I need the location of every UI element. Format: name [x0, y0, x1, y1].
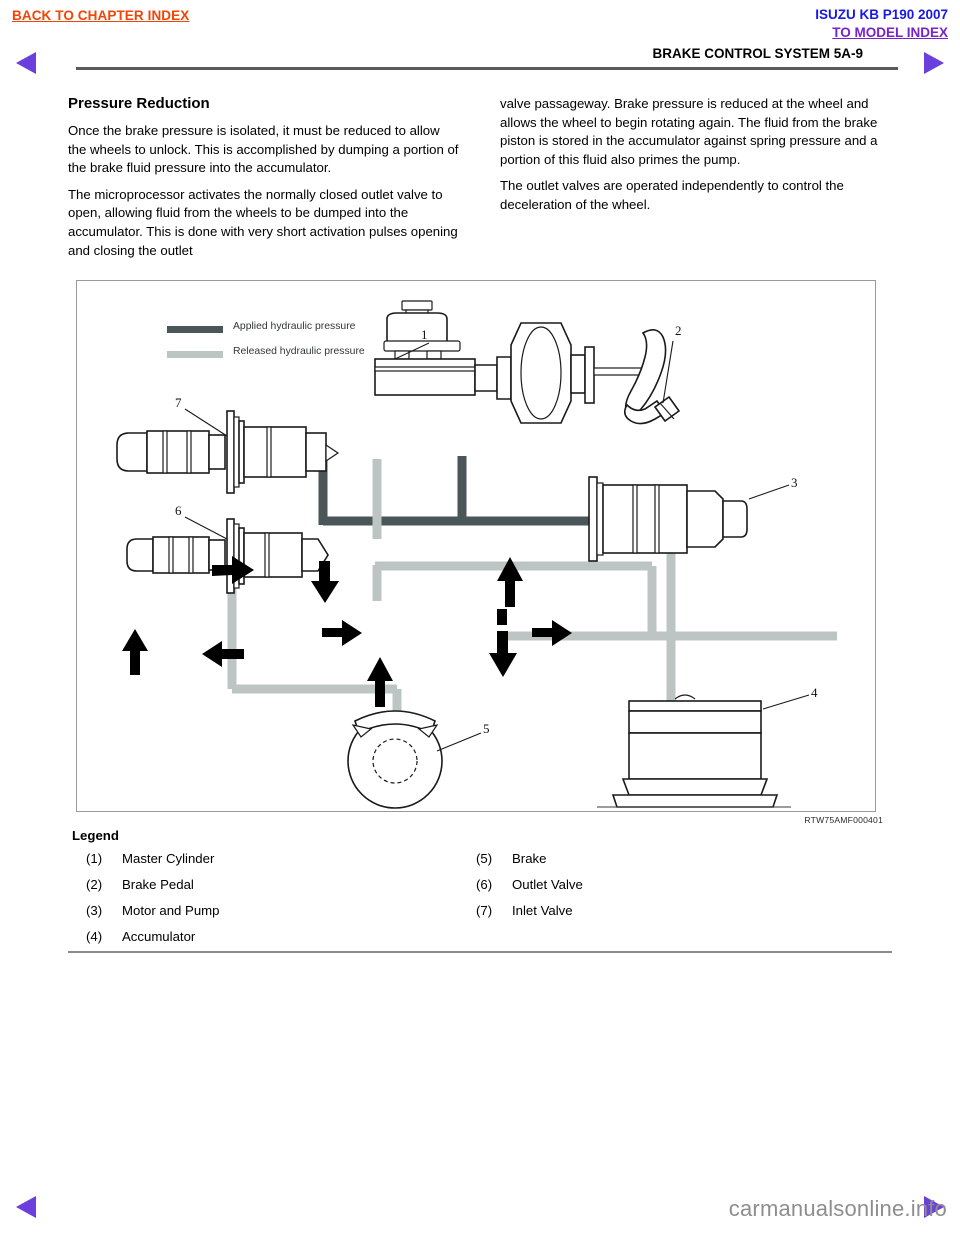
- previous-page-arrow-bottom-icon[interactable]: [16, 1196, 36, 1218]
- previous-page-arrow-icon[interactable]: [16, 52, 36, 74]
- legend-label: Accumulator: [122, 929, 196, 944]
- flow-arrow: [212, 556, 254, 584]
- model-title: ISUZU KB P190 2007: [815, 7, 948, 22]
- legend-item: (4) Accumulator: [86, 929, 220, 955]
- paragraph: The outlet valves are operated independe…: [500, 178, 844, 212]
- legend-number: (1): [86, 851, 103, 866]
- next-page-arrow-bottom-icon[interactable]: [924, 1196, 944, 1218]
- paragraph: valve passageway. Brake pressure is redu…: [500, 96, 878, 167]
- legend-number: (4): [86, 929, 103, 944]
- callout-4: 4: [811, 685, 818, 700]
- legend-number: (5): [476, 851, 493, 866]
- legend-item: (3) Motor and Pump: [86, 903, 220, 929]
- legend-item: (1) Master Cylinder: [86, 851, 220, 877]
- next-page-arrow-icon[interactable]: [924, 52, 944, 74]
- callout-3: 3: [791, 475, 798, 490]
- callout-1: 1: [421, 327, 428, 342]
- legend-number: (3): [86, 903, 103, 918]
- callout-6: 6: [175, 503, 182, 518]
- hydraulic-circuit-diagram: Applied hydraulic pressure Released hydr…: [76, 280, 876, 812]
- legend-divider: [68, 951, 892, 953]
- legend-item: (7) Inlet Valve: [476, 903, 583, 929]
- section-title: Pressure Reduction: [68, 95, 210, 112]
- legend-label: Outlet Valve: [512, 877, 583, 892]
- top-navigation-bar: BACK TO CHAPTER INDEX ISUZU KB P190 2007…: [0, 0, 960, 46]
- legend-column-1: (1) Master Cylinder (2) Brake Pedal (3) …: [86, 851, 220, 955]
- legend-label: Master Cylinder: [122, 851, 215, 866]
- header-divider: [76, 67, 898, 70]
- legend-item: (6) Outlet Valve: [476, 877, 583, 903]
- paragraph: Once the brake pressure is isolated, it …: [68, 123, 459, 176]
- page-title: BRAKE CONTROL SYSTEM 5A-9: [652, 46, 863, 61]
- legend-item: (2) Brake Pedal: [86, 877, 220, 903]
- legend-column-2: (5) Brake (6) Outlet Valve (7) Inlet Val…: [476, 851, 583, 929]
- to-model-index-link[interactable]: TO MODEL INDEX: [832, 25, 948, 40]
- left-column: Pressure Reduction Once the brake pressu…: [68, 95, 460, 268]
- released-pressure-label: Released hydraulic pressure: [233, 346, 365, 357]
- right-column: valve passageway. Brake pressure is redu…: [500, 95, 892, 223]
- legend-number: (2): [86, 877, 103, 892]
- legend-item: (5) Brake: [476, 851, 583, 877]
- applied-pressure-label: Applied hydraulic pressure: [233, 321, 356, 332]
- callout-7: 7: [175, 395, 182, 410]
- page-header: BRAKE CONTROL SYSTEM 5A-9: [0, 46, 960, 80]
- legend-number: (7): [476, 903, 493, 918]
- legend-label: Brake Pedal: [122, 877, 194, 892]
- back-to-chapter-index-link[interactable]: BACK TO CHAPTER INDEX: [12, 8, 190, 23]
- site-watermark: carmanualsonline.info: [728, 1196, 947, 1221]
- released-pressure-swatch: [167, 351, 223, 358]
- legend-heading: Legend: [72, 828, 119, 843]
- legend-label: Motor and Pump: [122, 903, 220, 918]
- legend: Legend (1) Master Cylinder (2) Brake Ped…: [68, 828, 892, 959]
- figure-reference-code: RTW75AMF000401: [804, 815, 883, 825]
- paragraph: The microprocessor activates the normall…: [68, 186, 458, 258]
- legend-label: Inlet Valve: [512, 903, 573, 918]
- applied-pressure-swatch: [167, 326, 223, 333]
- legend-number: (6): [476, 877, 493, 892]
- legend-label: Brake: [512, 851, 547, 866]
- brake-system-schematic: .ol { fill:#ffffff; stroke:#1a1a1a; stro…: [116, 300, 837, 809]
- callout-2: 2: [675, 323, 682, 338]
- callout-5: 5: [483, 721, 490, 736]
